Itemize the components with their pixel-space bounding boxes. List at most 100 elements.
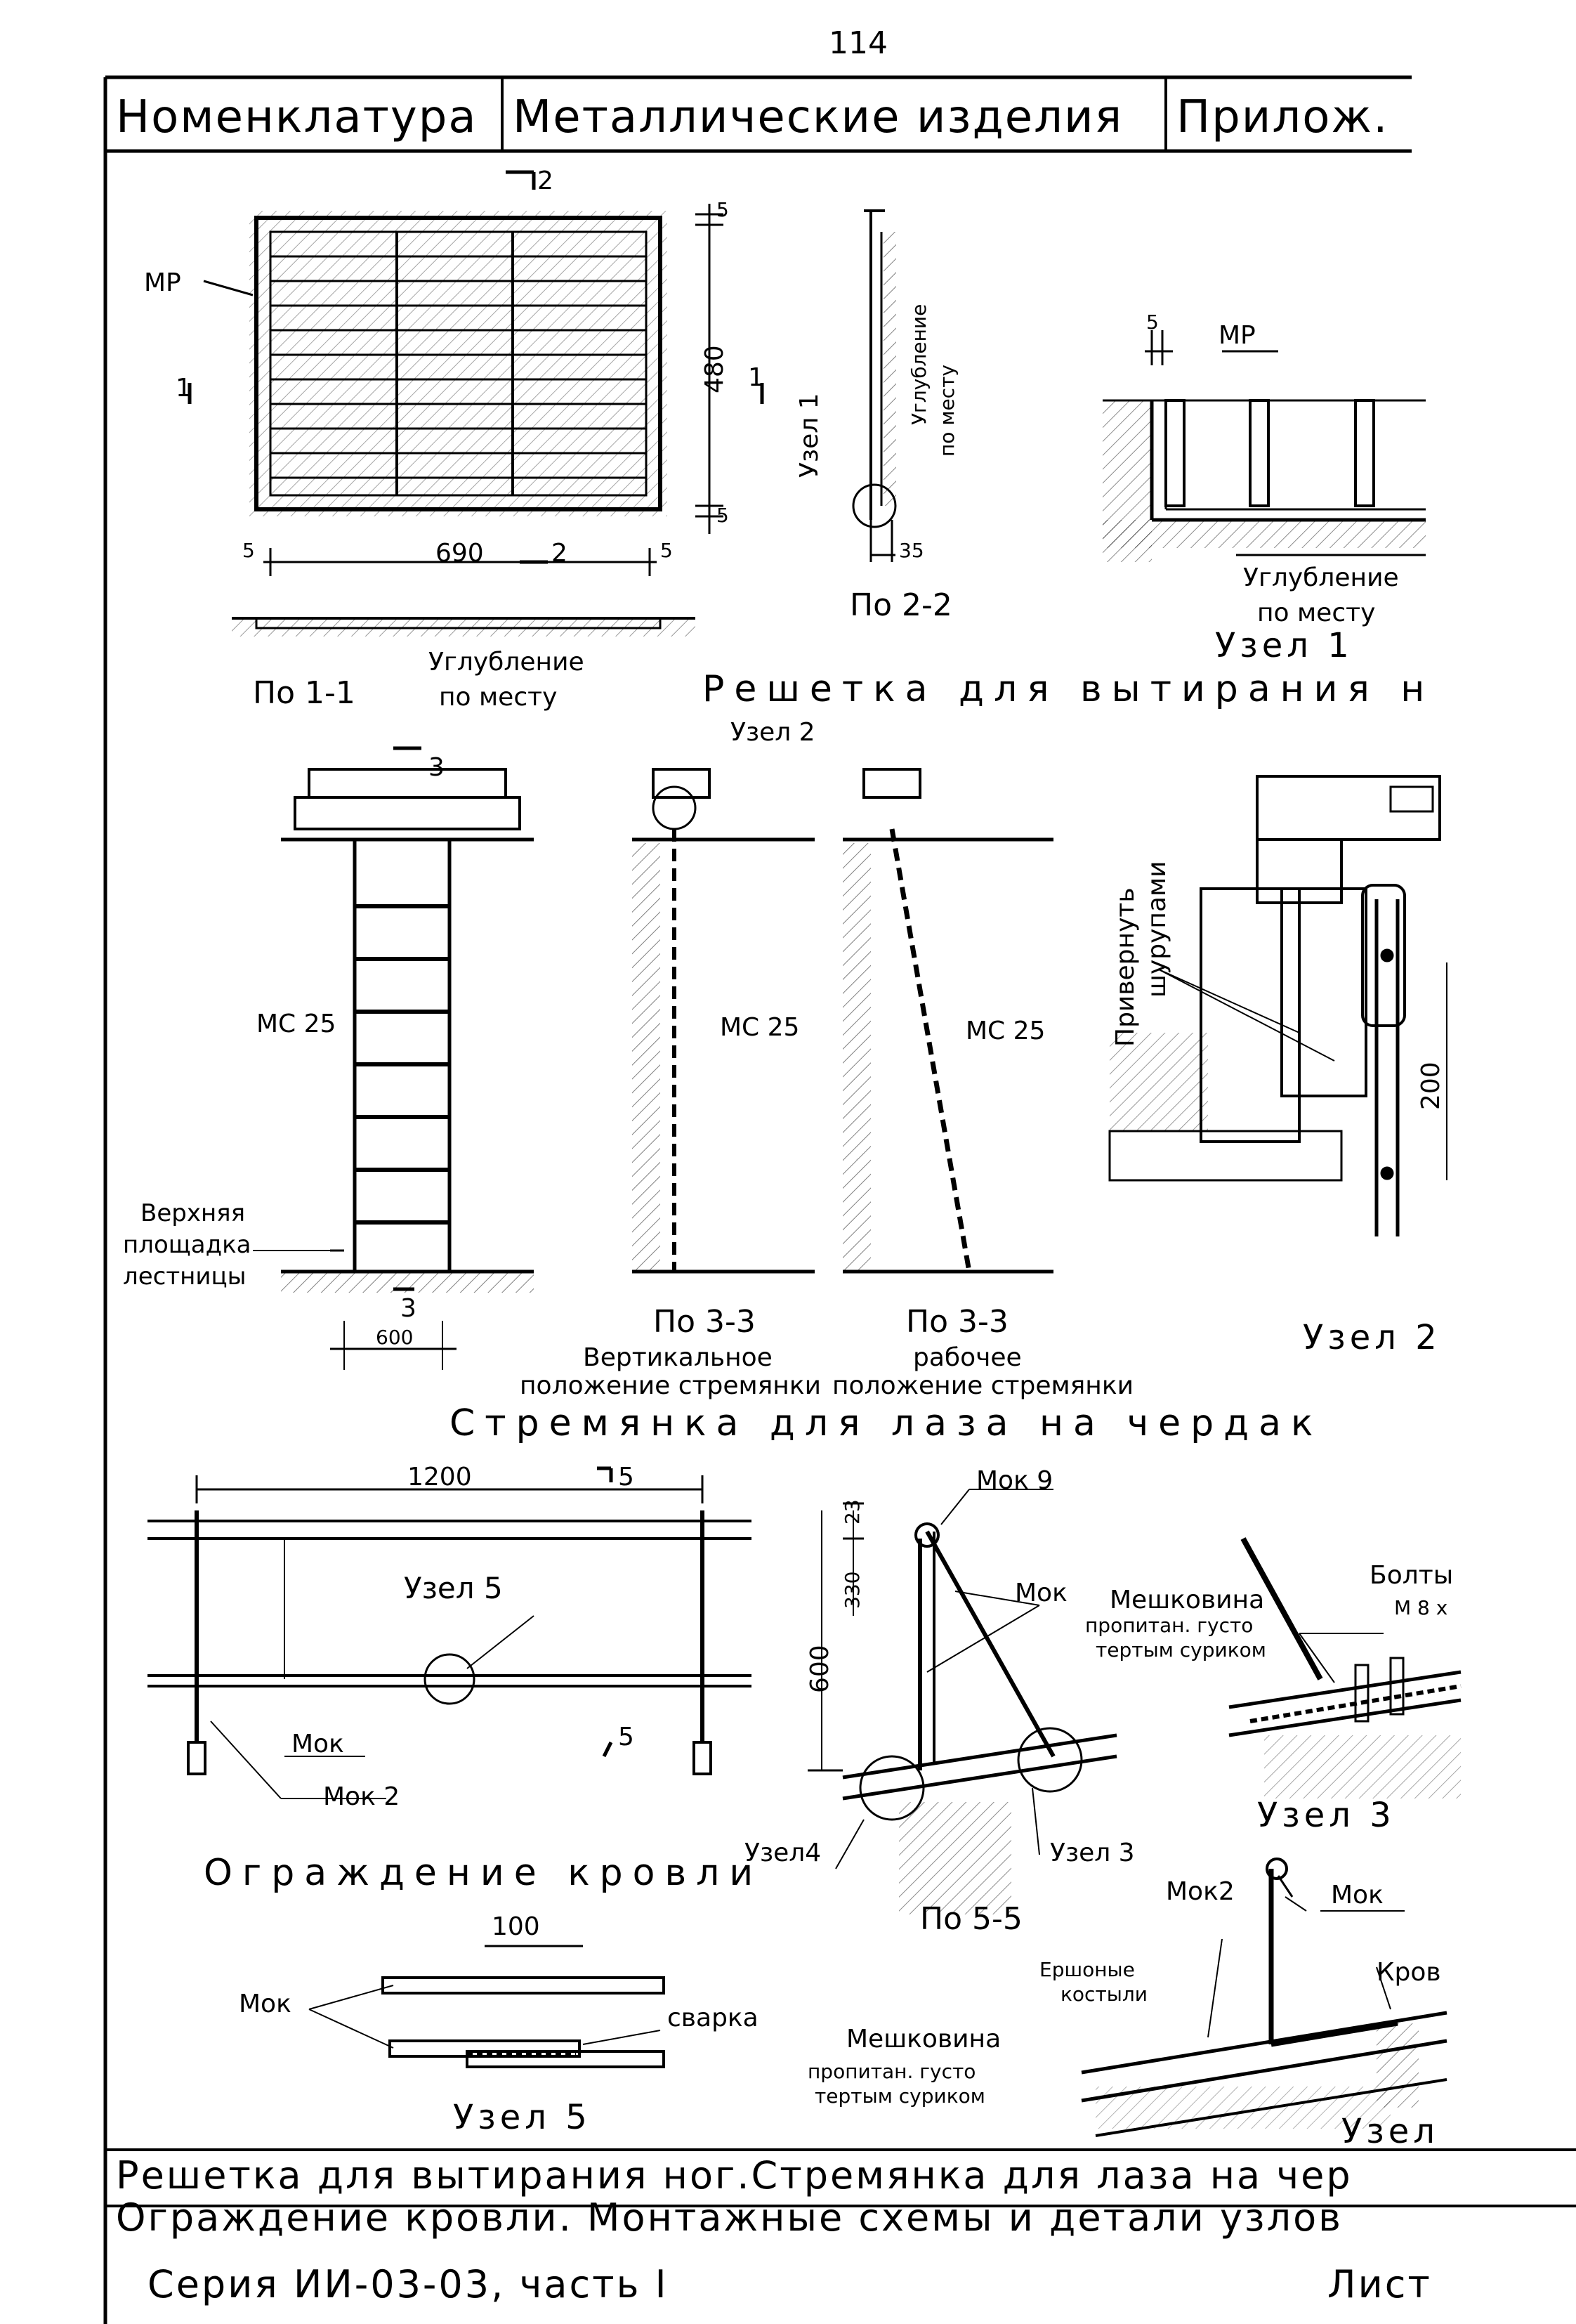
footer-series: Серия ИИ-03-03, часть I [147,2262,669,2306]
grating-cut-2-bottom: 2 [551,539,567,568]
section-5-5-dim-23: 23 [841,1499,864,1525]
grating-cut-2-top: 2 [537,167,553,195]
section-5-5-node4-callout: Узел4 [744,1839,822,1867]
node-roof-burlap-note-1: пропитан. густо [808,2060,976,2083]
railing-dim-1200: 1200 [407,1463,472,1491]
ladder-mark-ms25-front: МС 25 [256,1010,336,1038]
node1-detail [1103,330,1426,562]
grating-dim-height: 480 [700,345,729,393]
ladder-dim-600: 600 [376,1326,414,1349]
node-roof-ruff-2: костыли [1060,1983,1148,2006]
railing-cut-5-top: 5 [618,1463,634,1491]
ladder-upper-platform-2: площадка [123,1231,251,1259]
section-5-5-mark-mok9: Мок 9 [976,1466,1053,1495]
railing-elevation [147,1466,751,1799]
section-5-5 [808,1489,1117,1914]
ladder-working-section [843,768,1053,1274]
section-3-3-vertical-note-2: положение стремянки [520,1371,821,1400]
node5-detail [308,1945,665,2068]
node3-detail [1228,1537,1462,1799]
section-3-3-working-label: По 3-3 [906,1304,1009,1340]
grating-dim-5c: 5 [242,539,255,562]
node2-screw-note-2: шурупами [1143,861,1171,998]
section-3-3-working-note-2: положение стремянки [832,1371,1134,1400]
railing-node5-callout: Узел 5 [404,1571,503,1605]
header-nomenclature: Номенклатура [116,91,478,143]
node3-burlap: Мешковина [1110,1586,1265,1614]
node-roof-mark-mok: Мок [1331,1881,1384,1910]
section-2-2-recess-label: Углубление [907,303,931,425]
node-roof-title: Узел [1341,2112,1439,2151]
section-5-5-label: По 5-5 [920,1901,1023,1937]
section-2-2-node1-callout: Узел 1 [795,393,824,478]
node-roof-mark-mok2: Мок2 [1166,1877,1235,1906]
node-roof-burlap-note-2: тертым суриком [815,2084,985,2108]
grating-dimensions [188,170,764,576]
ladder-cut-3-bottom: 3 [400,1294,416,1323]
ladder-title: Стремянка для лаза на чердак [449,1402,1323,1444]
node-roof-roof: Кров [1377,1958,1441,1987]
ladder-mark-ms25-working: МС 25 [966,1017,1046,1045]
node2-dim-200: 200 [1417,1062,1445,1110]
grating-title: Решетка для вытирания н [702,668,1435,710]
grating-dim-5a: 5 [716,198,729,221]
node3-bolts-size: М 8 х [1394,1596,1448,1619]
node3-burlap-note-2: тертым суриком [1096,1638,1266,1662]
node2-screw-note-1: Привернуть [1111,887,1140,1047]
section-5-5-dim-330: 330 [841,1571,864,1609]
page-number: 114 [829,25,888,61]
section-3-3-vertical-label: По 3-3 [653,1304,756,1340]
grating-mark-mr: МР [144,268,181,297]
grating-dim-width: 690 [435,539,484,568]
section-2-2-dim-35: 35 [899,539,924,562]
node-roof-burlap: Мешковина [846,2025,1002,2054]
ladder-upper-platform-1: Верхняя [140,1199,246,1227]
ladder-cut-3-top: 3 [428,753,445,782]
grating-cut-1-right: 1 [748,363,764,392]
section-2-2-label: По 2-2 [850,587,952,623]
grating-cut-1-left: 1 [176,374,192,403]
grating-dim-5b: 5 [716,504,729,527]
grating-plan [249,211,667,516]
node3-bolts: Болты [1370,1561,1454,1590]
node1-title: Узел 1 [1215,626,1353,665]
node1-mark-mr: МР [1219,321,1256,350]
ladder-upper-platform-3: лестницы [123,1262,247,1291]
node5-title: Узел 5 [453,2098,591,2137]
node5-mark-mok: Мок [239,1990,291,2018]
section-1-1-label: По 1-1 [253,675,355,711]
header-product-type: Металлические изделия [513,91,1124,143]
railing-cut-5-bottom: 5 [618,1723,634,1751]
grating-dim-5d: 5 [660,539,673,562]
section-2-2-recess-place: по месту [935,365,959,457]
section-5-5-node3-callout: Узел 3 [1050,1839,1135,1867]
section-3-3-vertical-note-1: Вертикальное [583,1343,773,1372]
ladder-mark-ms25-vertical: МС 25 [720,1013,800,1042]
ladder-node2-callout: Узел 2 [730,718,815,747]
header-appendix: Прилож. [1176,91,1389,143]
node2-title: Узел 2 [1303,1318,1441,1357]
railing-mark-mok2: Мок 2 [323,1782,400,1811]
node-roof-ruff-1: Ершоные [1039,1958,1135,1981]
section-1-1 [232,617,695,637]
section-2-2 [852,209,897,562]
node3-burlap-note-1: пропитан. густо [1085,1614,1254,1637]
footer-title-line2: Ограждение кровли. Монтажные схемы и дет… [116,2195,1343,2240]
section-5-5-dim-600: 600 [806,1645,834,1693]
footer-sheet: Лист [1327,2262,1432,2306]
section-1-1-recess-label: Углубление [428,648,584,677]
sheet-frame [103,75,1576,2324]
node1-recess-label: Углубление [1243,563,1399,592]
node3-title: Узел 3 [1257,1796,1396,1835]
node5-dim-100: 100 [492,1912,540,1941]
footer-title-line1: Решетка для вытирания ног.Стремянка для … [116,2153,1353,2198]
node1-recess-place: по месту [1257,599,1376,627]
section-3-3-working-note-1: рабочее [913,1343,1022,1372]
section-5-5-mark-mok: Мок [1015,1579,1068,1607]
ladder-vertical-section [632,768,815,1274]
node2-detail [1108,775,1447,1236]
ladder-front-view [253,746,534,1370]
section-1-1-recess-place: по месту [439,683,558,712]
node1-dim-5: 5 [1146,311,1159,334]
